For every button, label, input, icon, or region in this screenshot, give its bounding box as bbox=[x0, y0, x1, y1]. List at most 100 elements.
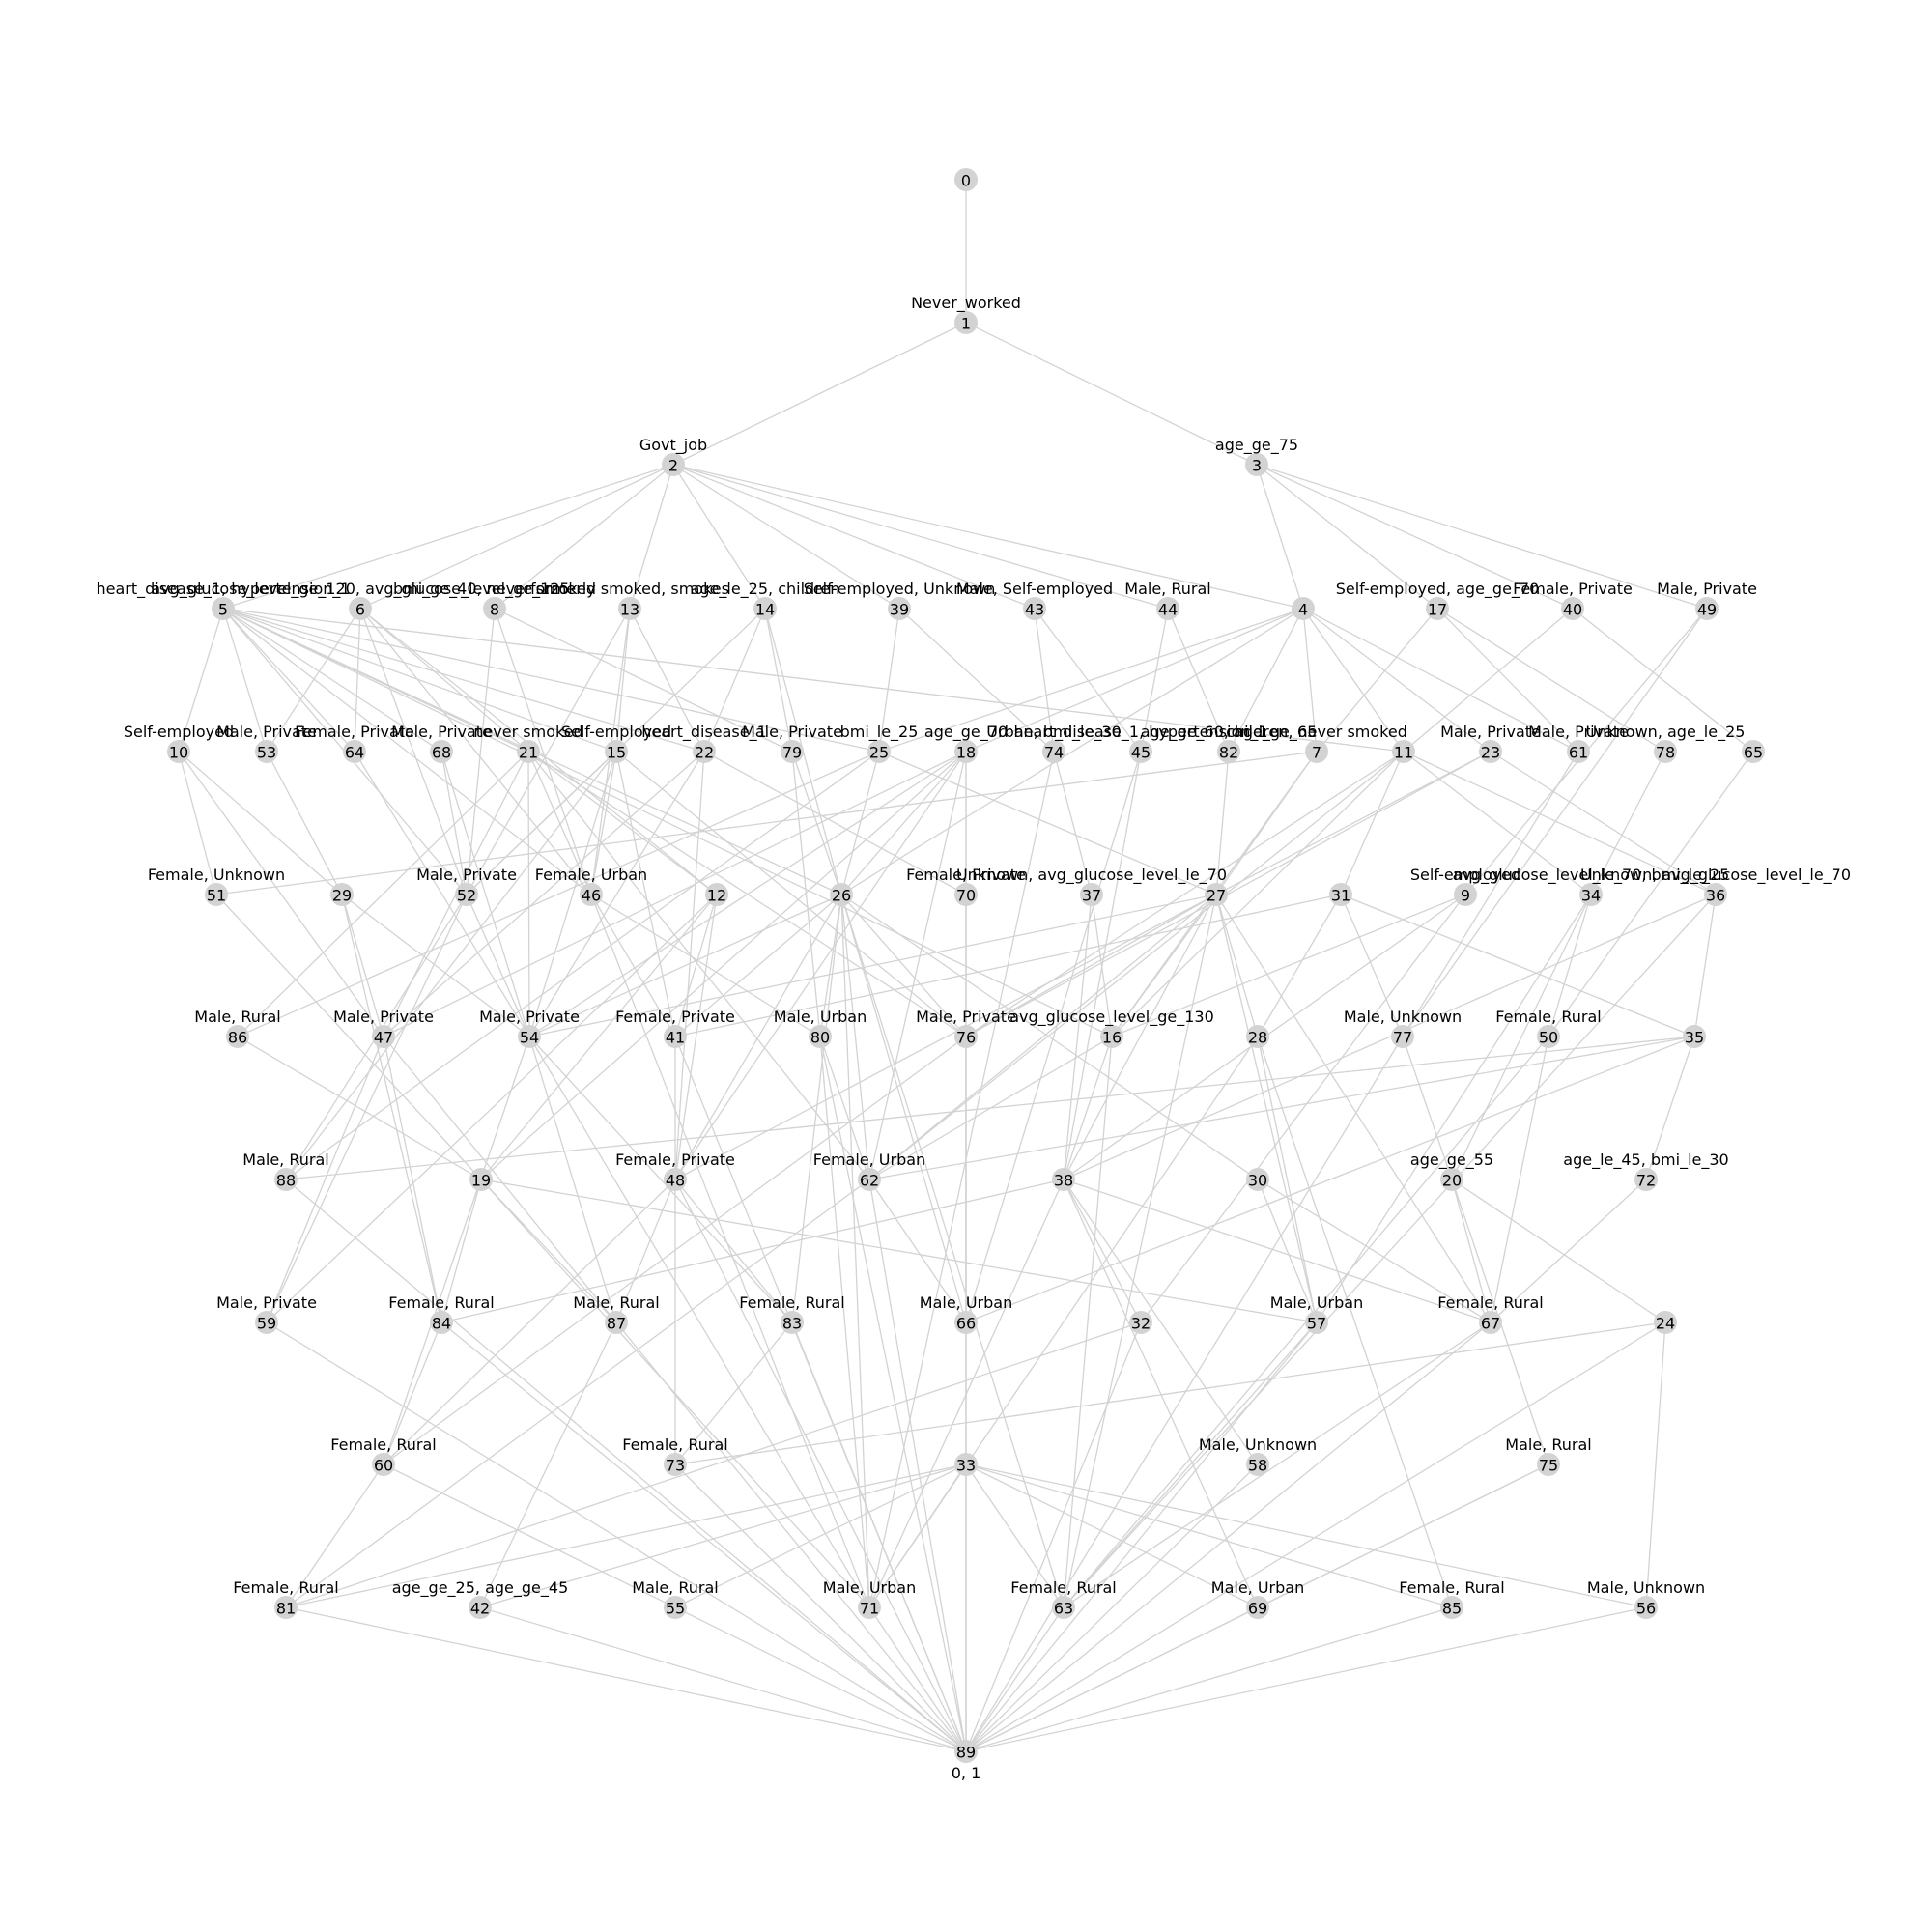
edge-65-50 bbox=[1548, 751, 1754, 1037]
node-89: 890, 1 bbox=[952, 1740, 980, 1782]
node-circle bbox=[430, 740, 453, 763]
edge-25-27 bbox=[878, 751, 1217, 895]
edge-38-32 bbox=[1063, 1179, 1142, 1323]
edge-81-89 bbox=[285, 1606, 967, 1752]
node-circle bbox=[1042, 740, 1065, 763]
node-30: 30 bbox=[1246, 1168, 1269, 1191]
node-attribute-label: Female, Private bbox=[906, 866, 1026, 884]
edge-49-77 bbox=[1402, 608, 1708, 1037]
edge-2-13 bbox=[629, 464, 674, 610]
node-attribute-label: Female, Private bbox=[615, 1151, 735, 1169]
node-circle bbox=[1479, 1311, 1502, 1334]
edge-6-21 bbox=[359, 608, 529, 753]
node-circle bbox=[372, 1453, 395, 1476]
node-circle bbox=[372, 1025, 395, 1048]
node-id-label: 80 bbox=[810, 1029, 830, 1047]
node-id-label: 60 bbox=[374, 1457, 393, 1475]
node-id-label: 77 bbox=[1393, 1029, 1412, 1047]
edge-33-63 bbox=[965, 1463, 1065, 1608]
edge-68-54 bbox=[440, 751, 530, 1037]
edge-15-54 bbox=[528, 751, 617, 1037]
node-circle bbox=[664, 1168, 687, 1191]
node-attribute-label: Govt_job bbox=[639, 436, 707, 455]
edge-39-25 bbox=[878, 608, 900, 753]
edge-43-74 bbox=[1034, 608, 1055, 753]
edge-31-28 bbox=[1257, 894, 1342, 1037]
node-id-label: 36 bbox=[1706, 887, 1725, 905]
edge-23-36 bbox=[1490, 751, 1717, 895]
node-id-label: 33 bbox=[956, 1457, 976, 1475]
edge-24-73 bbox=[674, 1321, 1666, 1465]
node-attribute-label: Female, Rural bbox=[739, 1293, 844, 1312]
node-id-label: 1 bbox=[961, 315, 971, 333]
node-id-label: 29 bbox=[332, 887, 352, 905]
edge-17-61 bbox=[1436, 608, 1579, 753]
edge-74-71 bbox=[868, 751, 1055, 1608]
edge-24-89 bbox=[965, 1321, 1666, 1752]
edge-80-71 bbox=[819, 1036, 870, 1608]
node-19: 19 bbox=[469, 1168, 493, 1191]
edge-69-89 bbox=[965, 1606, 1259, 1752]
node-attribute-label: Self-employed bbox=[561, 723, 671, 741]
node-circle bbox=[1634, 1168, 1658, 1191]
node-id-label: 66 bbox=[956, 1315, 976, 1333]
edge-79-80 bbox=[791, 751, 821, 1037]
node-circle bbox=[255, 740, 278, 763]
edge-12-59 bbox=[266, 894, 718, 1323]
edge-27-48 bbox=[674, 894, 1217, 1180]
edge-64-54 bbox=[354, 751, 530, 1037]
node-circle bbox=[1246, 1168, 1269, 1191]
node-id-label: 32 bbox=[1131, 1315, 1151, 1333]
node-id-label: 22 bbox=[695, 744, 714, 762]
node-attribute-label: Male, Private bbox=[391, 723, 492, 741]
node-attribute-label: Self-employed bbox=[1410, 866, 1520, 884]
edge-14-79 bbox=[764, 608, 793, 753]
edge-29-84 bbox=[341, 894, 442, 1323]
node-31: 31 bbox=[1329, 883, 1352, 906]
edge-27-62 bbox=[868, 894, 1217, 1180]
edge-23-27 bbox=[1215, 751, 1492, 895]
node-attribute-label: age_ge_55 bbox=[1410, 1151, 1493, 1170]
node-id-label: 74 bbox=[1044, 744, 1064, 762]
node-id-label: 13 bbox=[620, 601, 639, 619]
edge-82-27 bbox=[1215, 751, 1230, 895]
node-circle bbox=[1205, 883, 1228, 906]
edge-4-23 bbox=[1302, 608, 1492, 753]
edge-23-76 bbox=[965, 751, 1492, 1037]
node-circle bbox=[580, 883, 603, 906]
edge-60-55 bbox=[383, 1463, 676, 1608]
node-attribute-label: avg_glucose_level_le_70, bmi_le_25 bbox=[1453, 866, 1730, 885]
edge-61-77 bbox=[1402, 751, 1579, 1037]
node-attribute-label: Female, Rural bbox=[1495, 1008, 1601, 1026]
node-id-label: 20 bbox=[1442, 1172, 1462, 1190]
edge-4-11 bbox=[1302, 608, 1405, 753]
node-id-label: 40 bbox=[1563, 601, 1582, 619]
edge-29-47 bbox=[341, 894, 384, 1037]
node-id-label: 15 bbox=[607, 744, 626, 762]
node-attribute-label: Self-employed, Unknown bbox=[804, 580, 996, 598]
edge-26-54 bbox=[528, 894, 842, 1037]
edge-19-84 bbox=[440, 1179, 482, 1323]
edge-5-22 bbox=[222, 608, 705, 753]
node-circle bbox=[1579, 883, 1603, 906]
node-id-label: 79 bbox=[782, 744, 802, 762]
edge-20-24 bbox=[1451, 1179, 1666, 1323]
edge-6-64 bbox=[354, 608, 361, 753]
edge-33-56 bbox=[965, 1463, 1647, 1608]
node-attribute-label: Male, Private bbox=[333, 1008, 434, 1026]
edge-18-26 bbox=[840, 751, 967, 895]
edge-22-47 bbox=[383, 751, 705, 1037]
node-circle bbox=[954, 740, 978, 763]
node-circle bbox=[1080, 883, 1103, 906]
node-attribute-label: Male, Rural bbox=[573, 1293, 659, 1312]
